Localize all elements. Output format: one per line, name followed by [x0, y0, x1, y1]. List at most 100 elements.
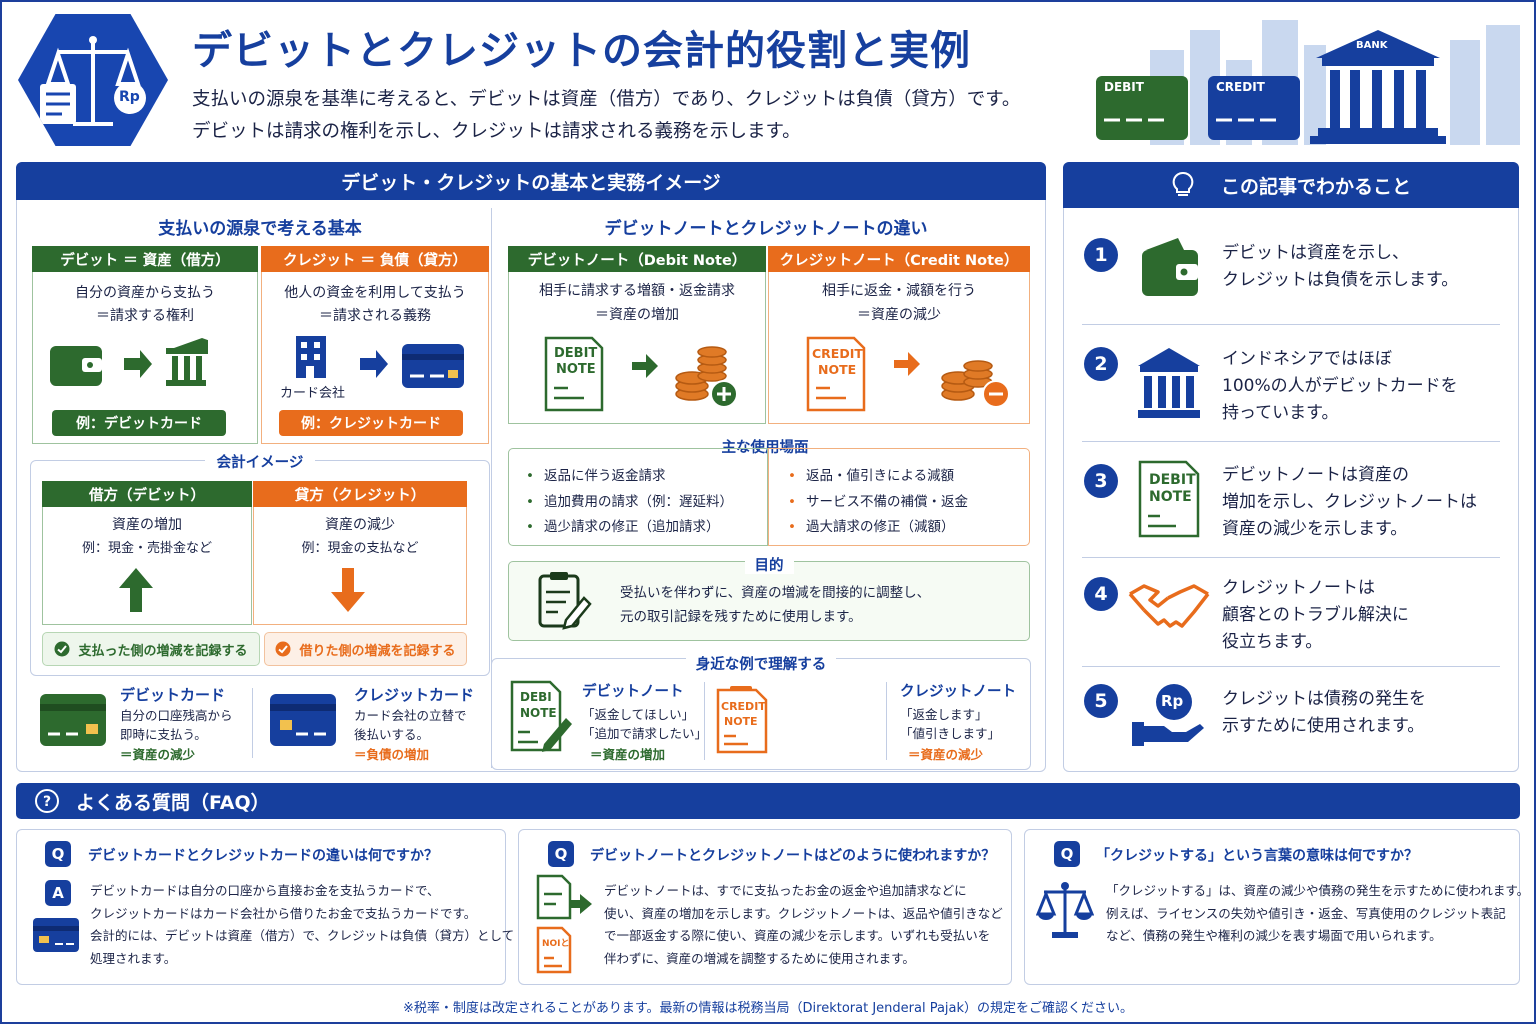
q-badge: Q — [1054, 841, 1080, 867]
wallet-icon — [1142, 238, 1198, 296]
lead-text: 支払いの源泉を基準に考えると、デビットは資産（借方）であり、クレジットは負債（貸… — [192, 84, 1020, 148]
debit-card-line2: 即時に支払う。 — [120, 727, 207, 742]
familiar-credit-doc1: CREDIT — [721, 700, 766, 713]
scale-icon — [40, 36, 146, 126]
bank-building-icon — [1310, 30, 1446, 144]
summary-number: 2 — [1084, 347, 1118, 381]
familiar-credit-line2: 「値引きします」 — [900, 726, 1001, 741]
image-heading-wrap: 会計イメージ — [30, 451, 490, 472]
source-debit-tab: デビット ＝ 資産（借方） — [32, 246, 258, 272]
summary-item-4-line2: 顧客とのトラブル解決に — [1222, 605, 1409, 625]
image-debit-tab: 借方（デビット） — [42, 481, 252, 507]
question-circle-icon: ? — [35, 789, 59, 813]
scale-icon — [1036, 882, 1094, 938]
credit-doc-label2: NOTE — [818, 362, 857, 377]
city-skyline-icon — [1096, 20, 1520, 145]
bank-label: BANK — [1356, 40, 1388, 51]
company-to-card-icon — [296, 336, 464, 388]
familiar-debit-doc2: NOTE — [520, 706, 557, 720]
summary-item-5-line1: クレジットは債務の発生を — [1222, 689, 1426, 709]
familiar-debit-title: デビットノート — [582, 684, 684, 700]
faq-1-question: デビットカードとクレジットカードの違いは何ですか？ — [88, 848, 438, 864]
image-debit-line2: 例：現金・売掛金など — [81, 541, 212, 556]
summary-bar: この記事でわかること — [1063, 162, 1519, 208]
familiar-heading: 身近な例で理解する — [685, 657, 837, 673]
hand-coin-icon — [1132, 684, 1204, 746]
lead-line-1: 支払いの源泉を基準に考えると、デビットは資産（借方）であり、クレジットは負債（貸… — [192, 89, 1021, 110]
credit-card-icon — [270, 694, 336, 746]
summary-item-2-line1: インドネシアではほぼ — [1222, 349, 1392, 369]
faq-1-answer-line: デビットカードは自分の口座から直接お金を支払うカードで、 — [90, 883, 440, 898]
source-credit-tab: クレジット ＝ 負債（貸方） — [261, 246, 489, 272]
debit-doc-label1: DEBIT — [554, 346, 598, 361]
summary-item-2-line2: 100%の人がデビットカードを — [1222, 376, 1458, 396]
summary-item-4-line1: クレジットノートは — [1222, 578, 1375, 598]
faq-3-question: 「クレジットする」という言葉の意味は何ですか？ — [1096, 848, 1418, 864]
faq-1-answer: デビットカードは自分の口座から直接お金を支払うカードで、 クレジットカードはカー… — [90, 880, 514, 970]
credit-note-flow-icon — [806, 336, 1010, 412]
debit-note-line1: 相手に請求する増額・返金請求 — [539, 283, 735, 299]
debit-note-flow-icon — [544, 336, 738, 412]
faq-3-answer-line: 「クレジットする」は、資産の減少や債務の発生を示すために使われます。 — [1106, 883, 1530, 898]
purpose-box — [508, 561, 1030, 641]
summary-item-3-line3: 資産の減少を示します。 — [1222, 519, 1408, 539]
faq-2-answer-line: 使い、資産の増加を示します。クレジットノートは、返品や値引きなど — [604, 905, 1003, 921]
debit-card-icon — [40, 694, 106, 746]
credit-card-example-pill: 例：クレジットカード — [279, 410, 463, 436]
faq-bar: ? よくある質問（FAQ） — [16, 783, 1520, 819]
image-debit-box — [42, 507, 252, 625]
arrow-down-icon — [331, 568, 365, 612]
debit-check-text: 支払った側の増減を記録する — [78, 643, 248, 659]
check-circle-icon — [275, 641, 291, 657]
source-credit-line2: ＝請求される義務 — [319, 308, 431, 324]
faq-3-answer-line: など、債務の発生や権利の減少を表す場面で用いられます。 — [1106, 928, 1442, 943]
usage-credit-box — [768, 448, 1030, 546]
scale-logo-icon: Rp — [18, 14, 168, 146]
column-divider — [491, 208, 492, 768]
credit-card-icon — [1208, 76, 1300, 140]
summary-item-1-line2: クレジットは負債を示します。 — [1222, 270, 1459, 290]
svg-text:?: ? — [43, 794, 51, 810]
familiar-debit-result: ＝資産の増加 — [590, 747, 666, 762]
source-credit-line1: 他人の資金を利用して支払う — [284, 285, 466, 301]
logo-rp-label: Rp — [119, 89, 140, 105]
familiar-credit-title: クレジットノート — [900, 684, 1016, 700]
q-badge: Q — [548, 841, 574, 867]
credit-card-result: ＝負債の増加 — [354, 747, 430, 762]
debit-note-pen-icon — [510, 680, 572, 752]
purpose-heading: 目的 — [744, 558, 794, 574]
debit-card-title: デビットカード — [120, 686, 226, 704]
faq-2-question: デビットノートとクレジットノートはどのように使われますか？ — [590, 848, 996, 864]
summary-item-2-line3: 持っています。 — [1222, 403, 1339, 423]
usage-debit-box — [508, 448, 768, 546]
summary-item-4-line3: 役立ちます。 — [1222, 632, 1323, 652]
usage-debit-item: 追加費用の請求（例：遅延料） — [526, 490, 733, 516]
purpose-heading-wrap: 目的 — [508, 554, 1030, 575]
credit-note-tab: クレジットノート（Credit Note） — [768, 246, 1030, 272]
credit-note-line2: ＝資産の減少 — [857, 307, 941, 323]
image-credit-box — [253, 507, 467, 625]
credit-card-title: クレジットカード — [354, 686, 475, 704]
summary-divider — [1082, 324, 1500, 325]
faq-1-answer-line: 処理されます。 — [90, 950, 177, 966]
usage-debit-item: 過少請求の修正（追加請求） — [526, 515, 733, 541]
credit-note-line1: 相手に返金・減額を行う — [822, 283, 976, 299]
faq-2-answer: デビットノートは、すでに支払ったお金の返金や追加請求などに 使い、資産の増加を示… — [604, 880, 1003, 970]
check-circle-icon — [54, 641, 70, 657]
faq-card-2 — [518, 829, 1012, 985]
debit-card-line1: 自分の口座残高から — [120, 708, 233, 723]
card-icon — [33, 918, 79, 952]
summary-number: 1 — [1084, 238, 1118, 272]
faq-3-answer: 「クレジットする」は、資産の減少や債務の発生を示すために使われます。 例えば、ラ… — [1106, 880, 1529, 948]
notes-heading: デビットノートとクレジットノートの違い — [604, 219, 928, 239]
summary-number: 5 — [1084, 684, 1118, 718]
q-badge: Q — [45, 841, 71, 867]
clipboard-pen-icon — [538, 572, 592, 630]
summary-divider — [1082, 441, 1500, 442]
arrow-up-icon — [119, 568, 153, 612]
usage-credit-item: サービス不備の補償・返金 — [788, 490, 968, 516]
summary-item-5-line2: 示すために使用されます。 — [1222, 716, 1425, 736]
debit-card-result: ＝資産の減少 — [120, 747, 196, 762]
debit-doc-label2: NOTE — [556, 362, 596, 377]
debit-check-note: 支払った側の増減を記録する — [42, 632, 260, 666]
